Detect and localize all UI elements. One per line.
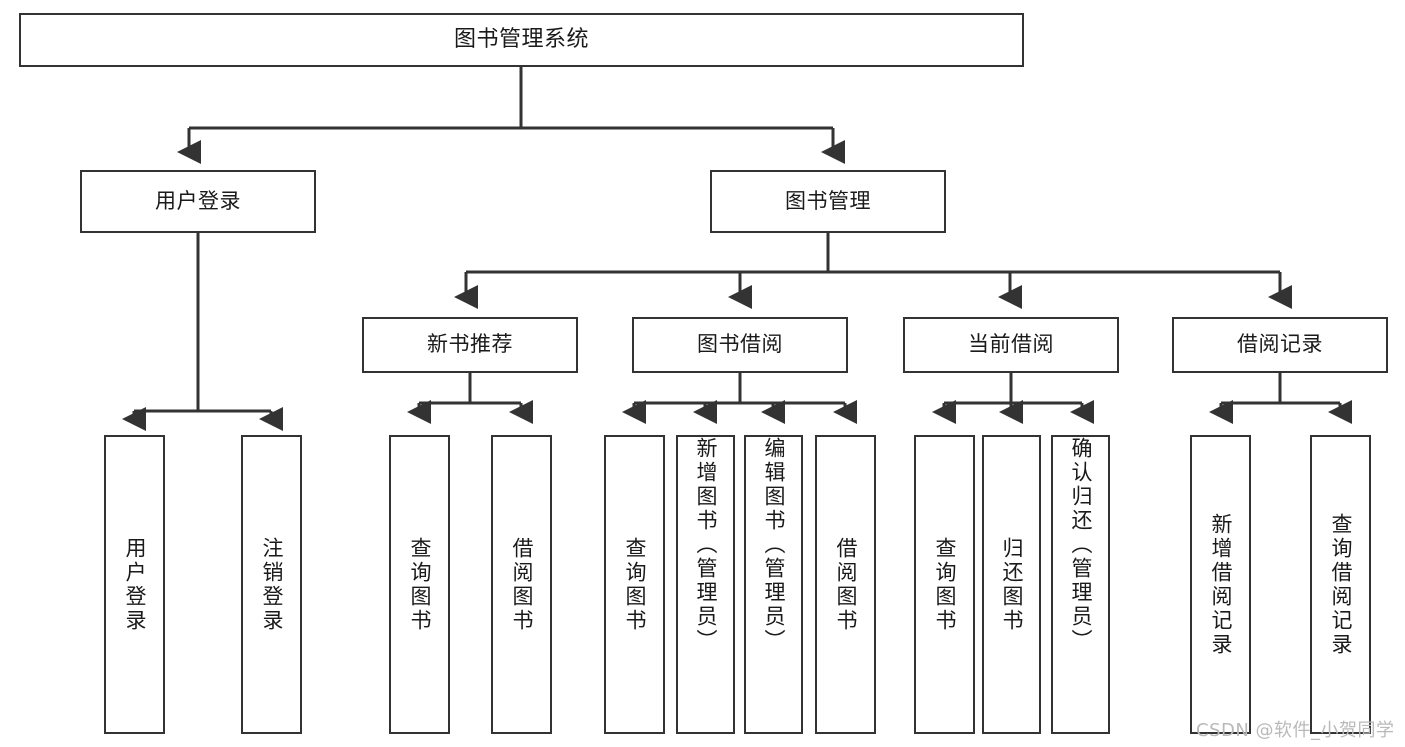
- node-label: 借阅记录: [1237, 332, 1323, 357]
- leaf-user-login[interactable]: 用户登录: [104, 435, 165, 734]
- node-label: 借阅图书: [834, 536, 858, 633]
- leaf-edit-book-admin[interactable]: 编辑图书（管理员）: [744, 435, 803, 734]
- leaf-query-borrow-record[interactable]: 查询借阅记录: [1310, 435, 1371, 734]
- node-label: 借阅图书: [510, 536, 534, 633]
- node-label: 新增图书（管理员）: [694, 437, 718, 653]
- leaf-query-books-recommend[interactable]: 查询图书: [389, 435, 450, 734]
- node-label: 编辑图书（管理员）: [762, 437, 786, 653]
- leaf-return-books[interactable]: 归还图书: [982, 435, 1041, 734]
- node-new-book-recommendation[interactable]: 新书推荐: [362, 317, 578, 373]
- node-label: 确认归还（管理员）: [1069, 437, 1093, 653]
- node-label: 归还图书: [1000, 536, 1024, 633]
- node-book-management[interactable]: 图书管理: [710, 170, 946, 233]
- node-label: 注销登录: [260, 536, 284, 633]
- leaf-query-books-borrow[interactable]: 查询图书: [604, 435, 665, 734]
- node-label: 新书推荐: [427, 332, 513, 357]
- node-label: 查询图书: [933, 536, 957, 633]
- leaf-add-book-admin[interactable]: 新增图书（管理员）: [676, 435, 735, 734]
- node-label: 图书管理系统: [453, 26, 589, 52]
- node-label: 图书借阅: [697, 332, 783, 357]
- node-current-borrowing[interactable]: 当前借阅: [903, 317, 1119, 373]
- node-borrow-records[interactable]: 借阅记录: [1172, 317, 1388, 373]
- leaf-logout[interactable]: 注销登录: [241, 435, 302, 734]
- node-label: 新增借阅记录: [1209, 512, 1233, 657]
- leaf-add-borrow-record[interactable]: 新增借阅记录: [1190, 435, 1251, 734]
- leaf-query-books-current[interactable]: 查询图书: [914, 435, 975, 734]
- node-label: 用户登录: [123, 536, 147, 633]
- leaf-confirm-return-admin[interactable]: 确认归还（管理员）: [1051, 435, 1110, 734]
- node-label: 用户登录: [155, 188, 241, 213]
- csdn-watermark: CSDN @软件_小贺同学: [1196, 720, 1395, 741]
- node-book-borrowing[interactable]: 图书借阅: [632, 317, 848, 373]
- node-label: 图书管理: [785, 188, 871, 213]
- node-user-login[interactable]: 用户登录: [80, 170, 316, 233]
- node-label: 查询借阅记录: [1329, 512, 1353, 657]
- leaf-borrow-books[interactable]: 借阅图书: [815, 435, 876, 734]
- node-label: 查询图书: [623, 536, 647, 633]
- node-label: 当前借阅: [968, 332, 1054, 357]
- node-root-library-management-system[interactable]: 图书管理系统: [19, 13, 1024, 67]
- leaf-borrow-books-recommend[interactable]: 借阅图书: [491, 435, 552, 734]
- node-label: 查询图书: [408, 536, 432, 633]
